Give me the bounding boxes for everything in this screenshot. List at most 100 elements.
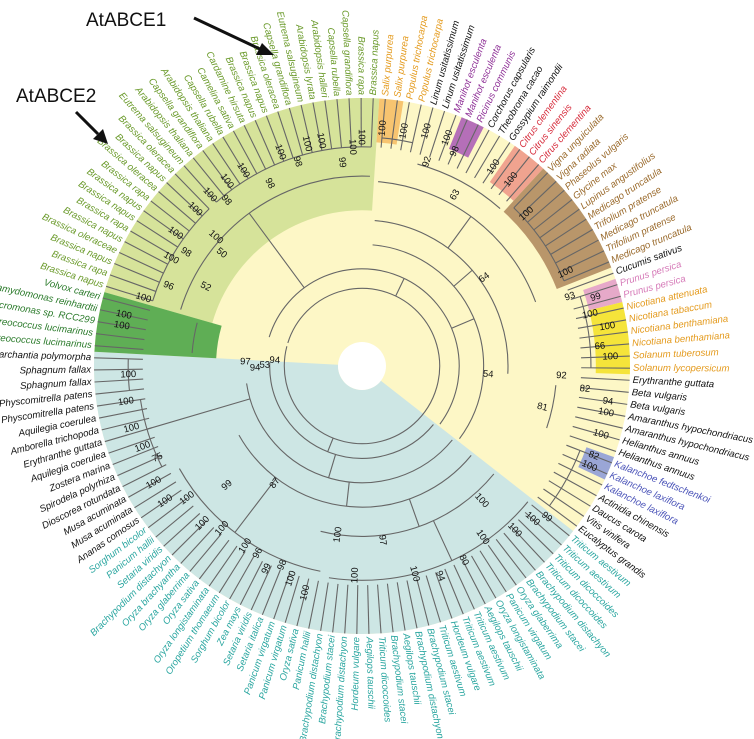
leaf-label: Brassica rapa xyxy=(355,36,366,95)
leaf-branch xyxy=(559,250,605,273)
leaf-branch xyxy=(174,173,210,210)
bootstrap-value: 87 xyxy=(267,476,282,491)
bootstrap-value: 100 xyxy=(331,526,344,543)
leaf-branch xyxy=(400,102,410,151)
leaf-branch xyxy=(550,229,593,255)
bootstrap-value: 100 xyxy=(314,132,328,150)
leaf-branch xyxy=(119,251,164,274)
leaf-label: Brassica napus xyxy=(368,29,382,95)
leaf-branch xyxy=(198,539,230,580)
leaf-branch xyxy=(277,111,294,159)
leaf-branch xyxy=(208,545,238,587)
leaf-branch xyxy=(212,143,241,185)
leaf-branch xyxy=(97,321,146,331)
leaf-branch xyxy=(284,575,300,623)
leaf-branch xyxy=(130,230,173,257)
leaf-branch xyxy=(543,488,585,517)
leaf-branch xyxy=(202,150,233,190)
leaf-branch xyxy=(377,584,382,634)
leaf-branch xyxy=(471,555,497,599)
leaf-branch xyxy=(232,130,258,174)
bootstrap-value: 100 xyxy=(272,143,288,162)
leaf-branch xyxy=(250,565,272,611)
leaf-branch xyxy=(254,120,276,166)
leaf-branch xyxy=(112,446,159,465)
leaf-branch xyxy=(370,98,374,148)
bootstrap-value: 100 xyxy=(300,135,314,153)
leaf-branch xyxy=(580,343,630,349)
internal-branch-arc xyxy=(378,181,537,303)
leaf-branch xyxy=(336,99,343,148)
bootstrap-value: 100 xyxy=(397,122,411,140)
internal-branch-arc xyxy=(283,287,441,445)
leaf-branch xyxy=(122,464,167,488)
callout-atabce2-label: AtABCE2 xyxy=(16,86,96,107)
bootstrap-value: 97 xyxy=(240,356,251,367)
leaf-branch xyxy=(229,556,255,600)
bootstrap-value: 53 xyxy=(259,360,270,371)
bootstrap-value: 98 xyxy=(291,155,305,168)
internal-branch-stem xyxy=(345,481,350,507)
brassicaceae-clade-band xyxy=(104,97,380,324)
leaf-branch xyxy=(503,532,536,571)
leaf-label: Beta vulgaris xyxy=(631,387,687,403)
leaf-branch xyxy=(562,453,608,475)
leaf-branch xyxy=(487,544,517,586)
leaf-branch xyxy=(479,550,507,593)
leaf-label: Erythranthe guttata xyxy=(632,375,714,390)
leaf-branch xyxy=(474,135,501,179)
leaf-branch xyxy=(447,119,468,165)
leaf-branch xyxy=(406,580,418,629)
leaf-branch xyxy=(545,218,587,247)
leaf-branch xyxy=(101,417,150,431)
bootstrap-value: 81 xyxy=(536,401,549,414)
leaf-branch xyxy=(533,199,573,231)
leaf-branch xyxy=(578,396,628,405)
bootstrap-value: 100 xyxy=(347,139,359,155)
bootstrap-value: 94 xyxy=(602,395,614,407)
bootstrap-value: 54 xyxy=(483,369,494,381)
leaf-branch xyxy=(108,436,155,454)
leaf-branch xyxy=(98,408,148,419)
internal-branch-arc xyxy=(320,473,495,537)
internal-branch-stem xyxy=(234,477,277,533)
leaf-branch xyxy=(128,472,172,498)
leaf-branch xyxy=(390,100,398,149)
leaf-branch xyxy=(94,378,144,383)
callout-atabce1-arrowhead-icon xyxy=(256,43,274,55)
bootstrap-value: 98 xyxy=(275,558,289,572)
leaf-branch xyxy=(416,578,430,626)
internal-branch-arc xyxy=(513,207,565,282)
internal-branch-arc xyxy=(328,501,529,581)
leaf-branch xyxy=(180,527,215,564)
leaf-branch xyxy=(265,115,285,162)
leaf-branch xyxy=(537,496,578,527)
bootstrap-value: 100 xyxy=(298,584,313,602)
leaf-branch xyxy=(462,560,486,605)
internal-branch-stem xyxy=(395,278,405,297)
leaf-branch xyxy=(569,435,617,452)
bootstrap-value: 100 xyxy=(602,351,618,363)
leaf-branch xyxy=(171,520,208,556)
leaf-branch xyxy=(273,572,291,620)
bootstrap-value: 100 xyxy=(133,439,152,455)
leaf-branch xyxy=(563,261,610,282)
fabaceae-clade-band xyxy=(503,168,612,290)
leaf-branch xyxy=(124,241,169,265)
bootstrap-value: 100 xyxy=(115,308,133,322)
leaf-branch xyxy=(95,333,145,341)
chlorophyte-clade-band xyxy=(94,292,222,359)
leaf-branch xyxy=(435,572,453,619)
leaf-branch xyxy=(566,444,613,464)
leaf-branch xyxy=(109,274,157,292)
bootstrap-value: 100 xyxy=(407,565,422,583)
bootstrap-value: 97 xyxy=(376,534,388,546)
leaf-branch xyxy=(104,427,152,443)
bootstrap-value: 92 xyxy=(556,370,567,382)
leaf-branch xyxy=(136,220,179,248)
leaf-branch xyxy=(425,575,441,623)
leaf-branch xyxy=(96,398,146,407)
leaf-branch xyxy=(575,307,624,320)
